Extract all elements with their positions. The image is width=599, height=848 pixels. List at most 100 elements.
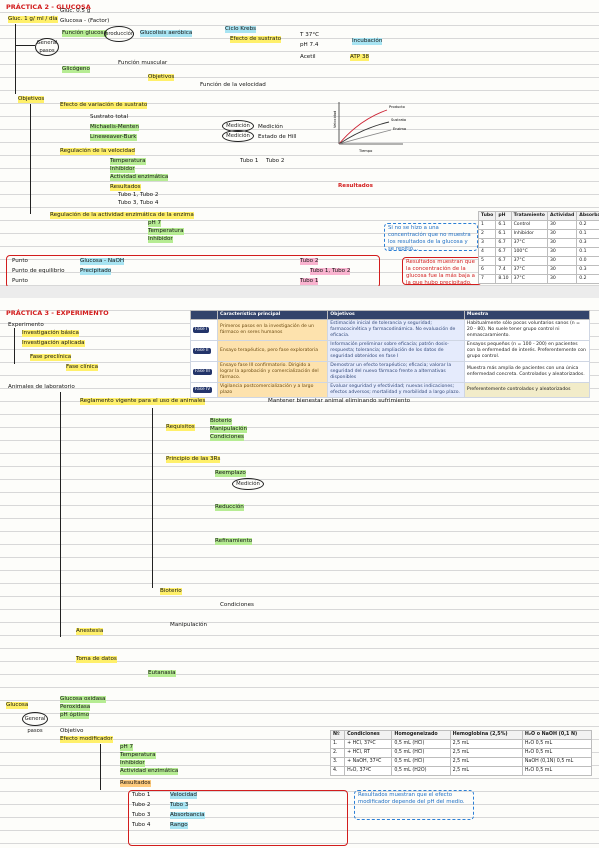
phase-chip: Fase II <box>193 348 211 354</box>
note: Eutanasia <box>148 670 176 677</box>
note: Tubo 1, Tubo 2 <box>310 268 351 275</box>
note: Función glucosa <box>62 30 107 37</box>
tree-branch <box>15 24 16 94</box>
oval-general: General pasos <box>22 712 48 734</box>
note: Tubo 2 <box>300 258 319 265</box>
note: Bioterio <box>160 588 182 595</box>
note: Glucosa - (Factor) <box>60 18 110 24</box>
note: Tubo 1, Tubo 2 <box>118 192 159 198</box>
notes-page-1: PRÁCTICA 2 - GLUCOSA Gluc. 1 g/ ml / día… <box>0 0 599 286</box>
note: Tubo 3 <box>132 812 151 818</box>
note: Inhibidor <box>120 760 145 767</box>
table-row: Fase I Primeros pasos en la investigació… <box>190 319 591 341</box>
page-separator <box>0 286 599 298</box>
oval-medicion: Medición <box>222 130 254 142</box>
note: pH 7 <box>120 744 134 751</box>
note: Resultados <box>110 184 141 191</box>
note: Toma de datos <box>76 656 117 663</box>
note: Función muscular <box>118 60 168 66</box>
section-title: Glucosa <box>6 702 29 709</box>
note: Actividad enzimática <box>120 768 179 775</box>
conditions-table: Nº Condiciones Homogeneizado Hemoglobina… <box>329 730 593 776</box>
note: Precipitado <box>80 268 112 275</box>
note: Función de la velocidad <box>200 82 266 88</box>
table-row: Fase IV Vigilancia postcomercialización … <box>190 382 591 398</box>
note: Tubo 3 <box>170 802 189 809</box>
blue-note-box <box>354 790 474 820</box>
oval-general: General pasos <box>35 38 59 56</box>
graph-series-label: Enzima <box>393 127 406 131</box>
tree-branch <box>152 408 153 588</box>
note: Michaelis-Menten <box>90 124 139 131</box>
note: Mantener bienestar animal eliminando suf… <box>268 398 411 404</box>
graph-series-2 <box>338 121 390 145</box>
note: Rango <box>170 822 188 829</box>
note: Incubación <box>352 38 383 45</box>
results-box <box>6 255 380 286</box>
blue-note: Si no se hizo a una concentración que no… <box>388 225 471 252</box>
page2-heading: PRÁCTICA 3 - EXPERIMENTO <box>6 309 109 317</box>
notes-page-2: PRÁCTICA 3 - EXPERIMENTO Experimento Inv… <box>0 298 599 848</box>
note: Condiciones <box>210 434 244 441</box>
note: Objetivo <box>60 728 84 734</box>
note: Efecto modificador <box>60 736 113 743</box>
table-header: H₂O o NaOH (0,1 N) <box>521 730 593 740</box>
graph-y-label: Velocidad <box>333 111 337 128</box>
table-header: Objetivos <box>327 310 465 320</box>
note: Velocidad <box>170 792 197 799</box>
note: Manipulación <box>210 426 248 433</box>
note: Tubo 2 <box>132 802 151 808</box>
oval-production: producción <box>104 26 134 42</box>
note: Gluc. 0.5 g <box>60 8 91 14</box>
note: pH óptimo <box>60 712 90 719</box>
note: Reemplazo <box>215 470 246 477</box>
note: Investigación aplicada <box>22 340 85 347</box>
table-header: Absorbancia <box>576 211 599 221</box>
note: Ciclo Krebs <box>225 26 257 33</box>
note: Glucolisis aeróbica <box>140 30 193 37</box>
results-box <box>128 790 348 846</box>
section-objetivos: Objetivos <box>18 96 45 103</box>
graph-x-label: Tiempo <box>358 149 372 153</box>
table-row: Fase II Ensayo terapéutico, pero fase ex… <box>190 340 591 362</box>
note: Actividad enzimática <box>110 174 169 181</box>
ph-table: Tubo pH Tratamiento Actividad Absorbanci… <box>477 211 599 284</box>
blue-note: Resultados muestran que el efecto modifi… <box>358 792 465 805</box>
tree-branch <box>30 104 31 214</box>
subsection: Regulación de la actividad enzimática de… <box>50 212 194 219</box>
side-result-note: Resultados <box>338 183 373 189</box>
section-title: Animales de laboratorio <box>8 384 75 390</box>
table-header: Condiciones <box>344 730 393 740</box>
note: Punto <box>12 258 28 264</box>
topic-item: Experimento <box>8 322 44 328</box>
note: Reducción <box>215 504 244 511</box>
table-header: pH <box>495 211 512 221</box>
tree-branch <box>100 744 101 790</box>
table-header: Nº <box>329 730 346 740</box>
note: Efecto de sustrato <box>230 36 282 43</box>
red-note: Resultados muestran que la concentración… <box>406 259 475 286</box>
note: Investigación básica <box>22 330 79 337</box>
oval-medicion: Medición <box>232 478 264 490</box>
note: Tubo 4 <box>132 822 151 828</box>
note: Temperatura <box>120 752 156 759</box>
note: Condiciones <box>220 602 254 608</box>
note: Glucosa - NaOH <box>80 258 125 265</box>
note: Fase preclínica <box>30 354 72 361</box>
note: Tubo 1 <box>240 158 259 164</box>
table-row: Fase III Ensayo fase III confirmatorio. … <box>190 361 591 383</box>
blue-note-box <box>384 223 478 251</box>
tree-branch <box>60 392 61 637</box>
note: Glicógeno <box>62 66 90 73</box>
table-header: Actividad <box>546 211 578 221</box>
note: Tubo 3, Tubo 4 <box>118 200 159 206</box>
note: Punto <box>12 278 28 284</box>
